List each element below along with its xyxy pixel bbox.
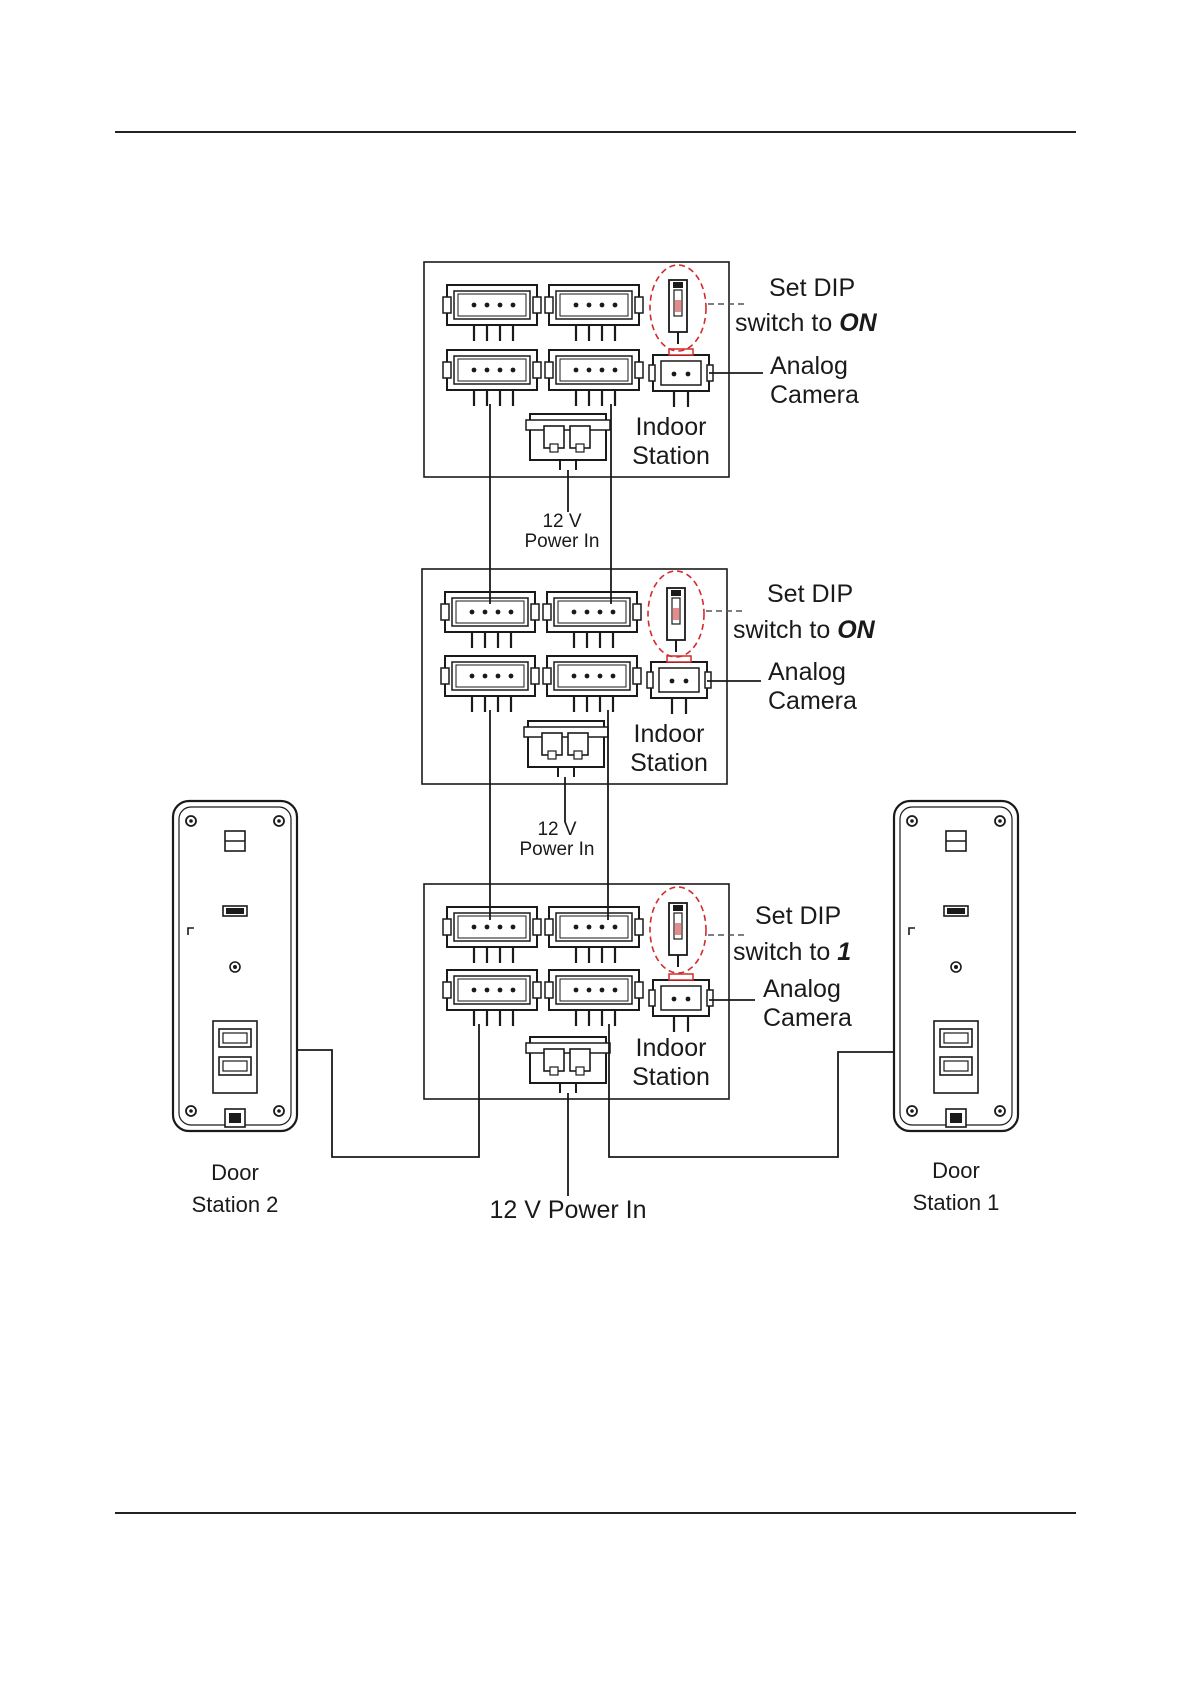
power-label-bottom: 12 V Power In — [468, 1196, 668, 1225]
dip-label-middle: Set DIP — [767, 580, 853, 609]
dip-label-bottom: Set DIP — [755, 902, 841, 931]
door-station-icon — [894, 801, 1018, 1131]
dip-label-top: Set DIP — [769, 274, 855, 303]
door-station-icon — [173, 801, 297, 1131]
dip-value-bottom: switch to 1 — [733, 938, 851, 967]
dip-value-middle: switch to ON — [733, 616, 875, 645]
dip-value-top: switch to ON — [735, 309, 877, 338]
